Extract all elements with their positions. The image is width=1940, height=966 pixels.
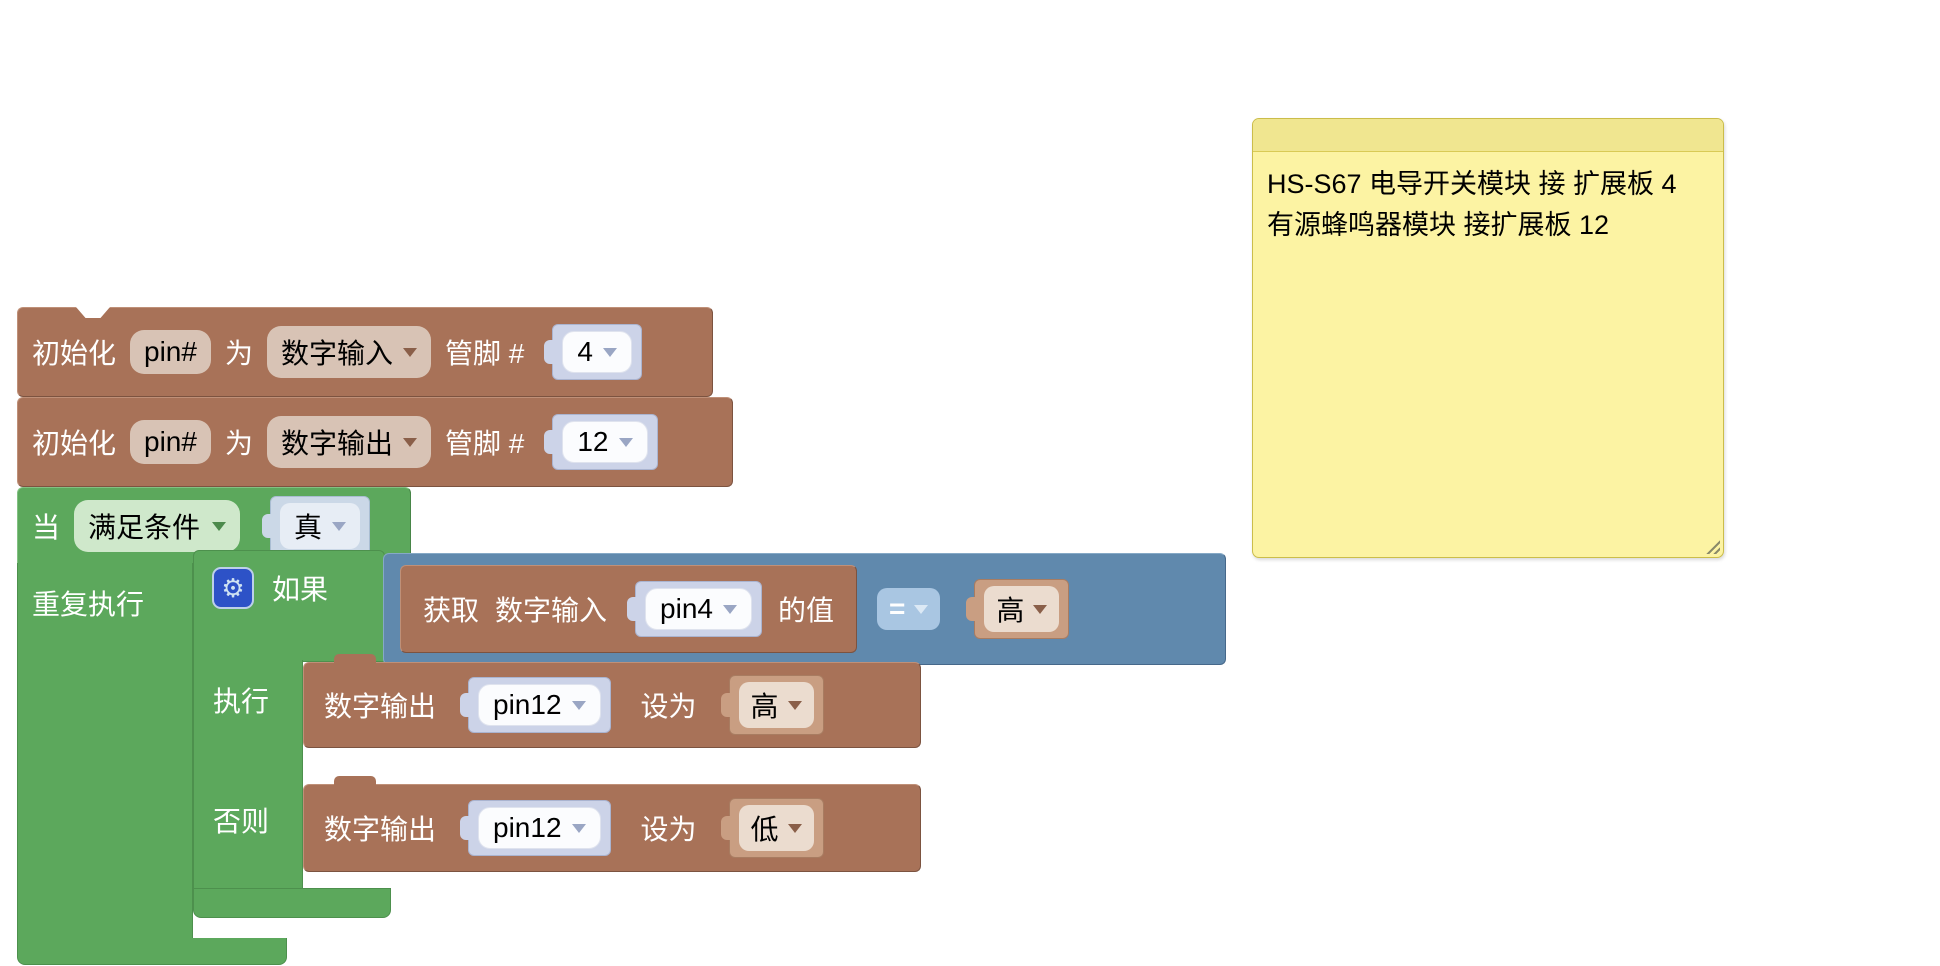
pin-value: pin12 [493, 689, 562, 720]
pin-value: pin4 [660, 593, 713, 624]
block-digital-write-high[interactable]: 数字输出 pin12 设为 高 [303, 654, 921, 748]
chevron-down-icon [212, 521, 227, 531]
when-label: 当 [32, 512, 61, 543]
chevron-down-icon [571, 700, 586, 710]
digital-output-label: 数字输出 [324, 691, 437, 722]
set-to-label: 设为 [640, 691, 697, 722]
boolean-dropdown[interactable]: 真 [280, 503, 361, 549]
do-label: 执行 [213, 686, 270, 717]
level-value: 高 [996, 595, 1025, 626]
chevron-down-icon [914, 604, 929, 614]
pin-number-label: 管脚 # [444, 338, 525, 369]
note-line: 有源蜂鸣器模块 接扩展板 12 [1267, 209, 1610, 240]
pin-number-dropdown[interactable]: 4 [562, 331, 632, 373]
pin-dropdown[interactable]: pin4 [645, 588, 752, 630]
pin-number-value: 12 [577, 426, 609, 457]
chevron-down-icon [618, 437, 633, 447]
else-label: 否则 [213, 806, 270, 837]
pin-dropdown[interactable]: pin12 [478, 807, 601, 849]
block-if-header[interactable]: ⚙ 如果 [193, 550, 385, 662]
block-digital-read[interactable]: 获取 数字输入 pin4 的值 [400, 565, 857, 653]
block-if-spine[interactable] [193, 660, 303, 890]
condition-dropdown[interactable]: 满足条件 [74, 500, 241, 552]
pin-number-shadow-block[interactable]: 4 [552, 324, 642, 380]
pin-number-shadow-block[interactable]: 12 [552, 414, 658, 470]
chevron-down-icon [402, 347, 417, 357]
operator-dropdown[interactable]: = [876, 588, 941, 630]
pin-number-dropdown[interactable]: 12 [562, 421, 648, 463]
chevron-down-icon [332, 521, 347, 531]
if-label: 如果 [272, 574, 329, 605]
block-if-foot[interactable] [193, 888, 391, 918]
mode-dropdown[interactable]: 数字输出 [266, 416, 431, 468]
pin-number-label: 管脚 # [444, 428, 525, 459]
level-shadow-block[interactable]: 高 [728, 675, 824, 735]
level-value: 低 [750, 814, 779, 845]
block-while-loop-foot[interactable] [17, 938, 287, 965]
pin-number-value: 4 [577, 336, 593, 367]
type-label: 数字输入 [495, 595, 608, 626]
variable-field[interactable]: pin# [130, 420, 211, 464]
pin-shadow-block[interactable]: pin4 [635, 581, 762, 637]
pin-shadow-block[interactable]: pin12 [468, 800, 611, 856]
block-compare[interactable]: 获取 数字输入 pin4 的值 = 高 [383, 553, 1226, 665]
chevron-down-icon [402, 437, 417, 447]
chevron-down-icon [722, 604, 737, 614]
comment-note-text[interactable]: HS-S67 电导开关模块 接 扩展板 4 有源蜂鸣器模块 接扩展板 12 [1253, 152, 1723, 257]
block-digital-write-low[interactable]: 数字输出 pin12 设为 低 [303, 776, 921, 872]
mode-dropdown-label: 数字输入 [280, 338, 393, 369]
init-label: 初始化 [32, 338, 117, 369]
note-line: HS-S67 电导开关模块 接 扩展板 4 [1267, 169, 1677, 199]
set-to-label: 设为 [640, 814, 697, 845]
mode-dropdown-label: 数字输出 [280, 428, 393, 459]
pin-value: pin12 [493, 812, 562, 843]
comment-note-header[interactable] [1253, 119, 1723, 152]
variable-field[interactable]: pin# [130, 330, 211, 374]
level-shadow-block[interactable]: 低 [728, 798, 824, 858]
chevron-down-icon [787, 823, 802, 833]
value-of-label: 的值 [777, 595, 834, 626]
boolean-value: 真 [294, 512, 323, 543]
pin-dropdown[interactable]: pin12 [478, 684, 601, 726]
digital-output-label: 数字输出 [324, 814, 437, 845]
chevron-down-icon [602, 347, 617, 357]
get-label: 获取 [423, 595, 480, 626]
chevron-down-icon [571, 823, 586, 833]
block-while-loop-spine[interactable]: 重复执行 [17, 563, 193, 940]
block-while-loop-header[interactable]: 当 满足条件 真 [17, 487, 411, 565]
level-shadow-block[interactable]: 高 [974, 579, 1070, 639]
level-value: 高 [750, 691, 779, 722]
pin-shadow-block[interactable]: pin12 [468, 677, 611, 733]
gear-icon[interactable]: ⚙ [212, 567, 254, 609]
resize-handle-icon[interactable] [1704, 538, 1720, 554]
level-dropdown[interactable]: 低 [738, 805, 814, 851]
init-label: 初始化 [32, 428, 117, 459]
condition-dropdown-label: 满足条件 [88, 512, 201, 543]
repeat-label: 重复执行 [32, 589, 145, 620]
as-label: 为 [224, 338, 253, 369]
chevron-down-icon [1033, 604, 1048, 614]
level-dropdown[interactable]: 高 [984, 586, 1060, 632]
operator-label: = [888, 593, 906, 624]
chevron-down-icon [787, 700, 802, 710]
block-init-digital-output[interactable]: 初始化 pin# 为 数字输出 管脚 # 12 [17, 397, 733, 487]
boolean-shadow-block[interactable]: 真 [270, 496, 371, 556]
level-dropdown[interactable]: 高 [738, 682, 814, 728]
comment-note[interactable]: HS-S67 电导开关模块 接 扩展板 4 有源蜂鸣器模块 接扩展板 12 [1252, 118, 1724, 558]
as-label: 为 [224, 428, 253, 459]
block-init-digital-input[interactable]: 初始化 pin# 为 数字输入 管脚 # 4 [17, 307, 713, 397]
mode-dropdown[interactable]: 数字输入 [266, 326, 431, 378]
